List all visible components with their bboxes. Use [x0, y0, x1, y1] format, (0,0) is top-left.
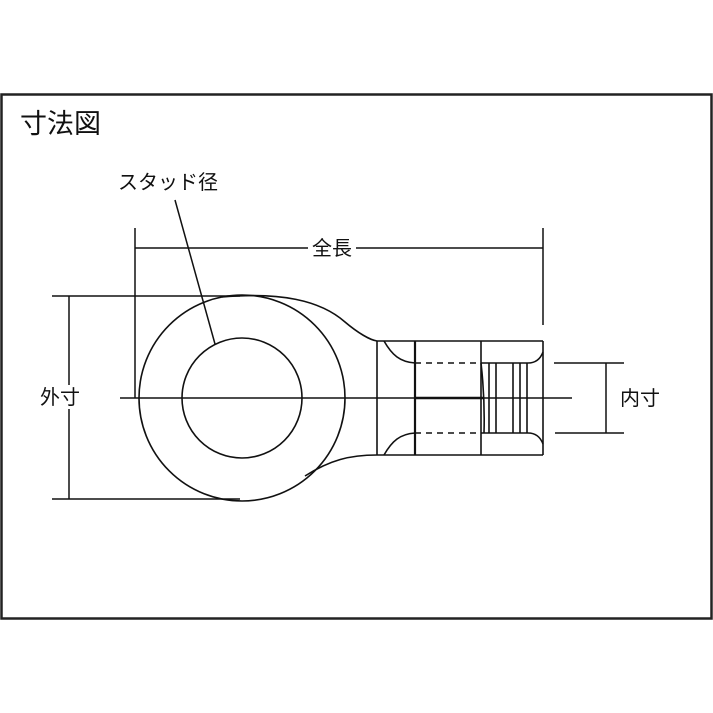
neck-bottom-curve [304, 454, 378, 477]
drawing-title: 寸法図 [20, 109, 101, 140]
terminal-outline [120, 294, 572, 502]
stud-diameter-label: スタッド径 [118, 170, 218, 194]
neck-top-curve [221, 294, 378, 342]
drawing-frame [0, 93, 713, 620]
total-length-label: 全長 [308, 238, 356, 258]
outer-dimension-label: 外寸 [40, 385, 80, 409]
inner-dimension-label: 内寸 [620, 386, 660, 410]
stud-leader-line [174, 199, 216, 345]
